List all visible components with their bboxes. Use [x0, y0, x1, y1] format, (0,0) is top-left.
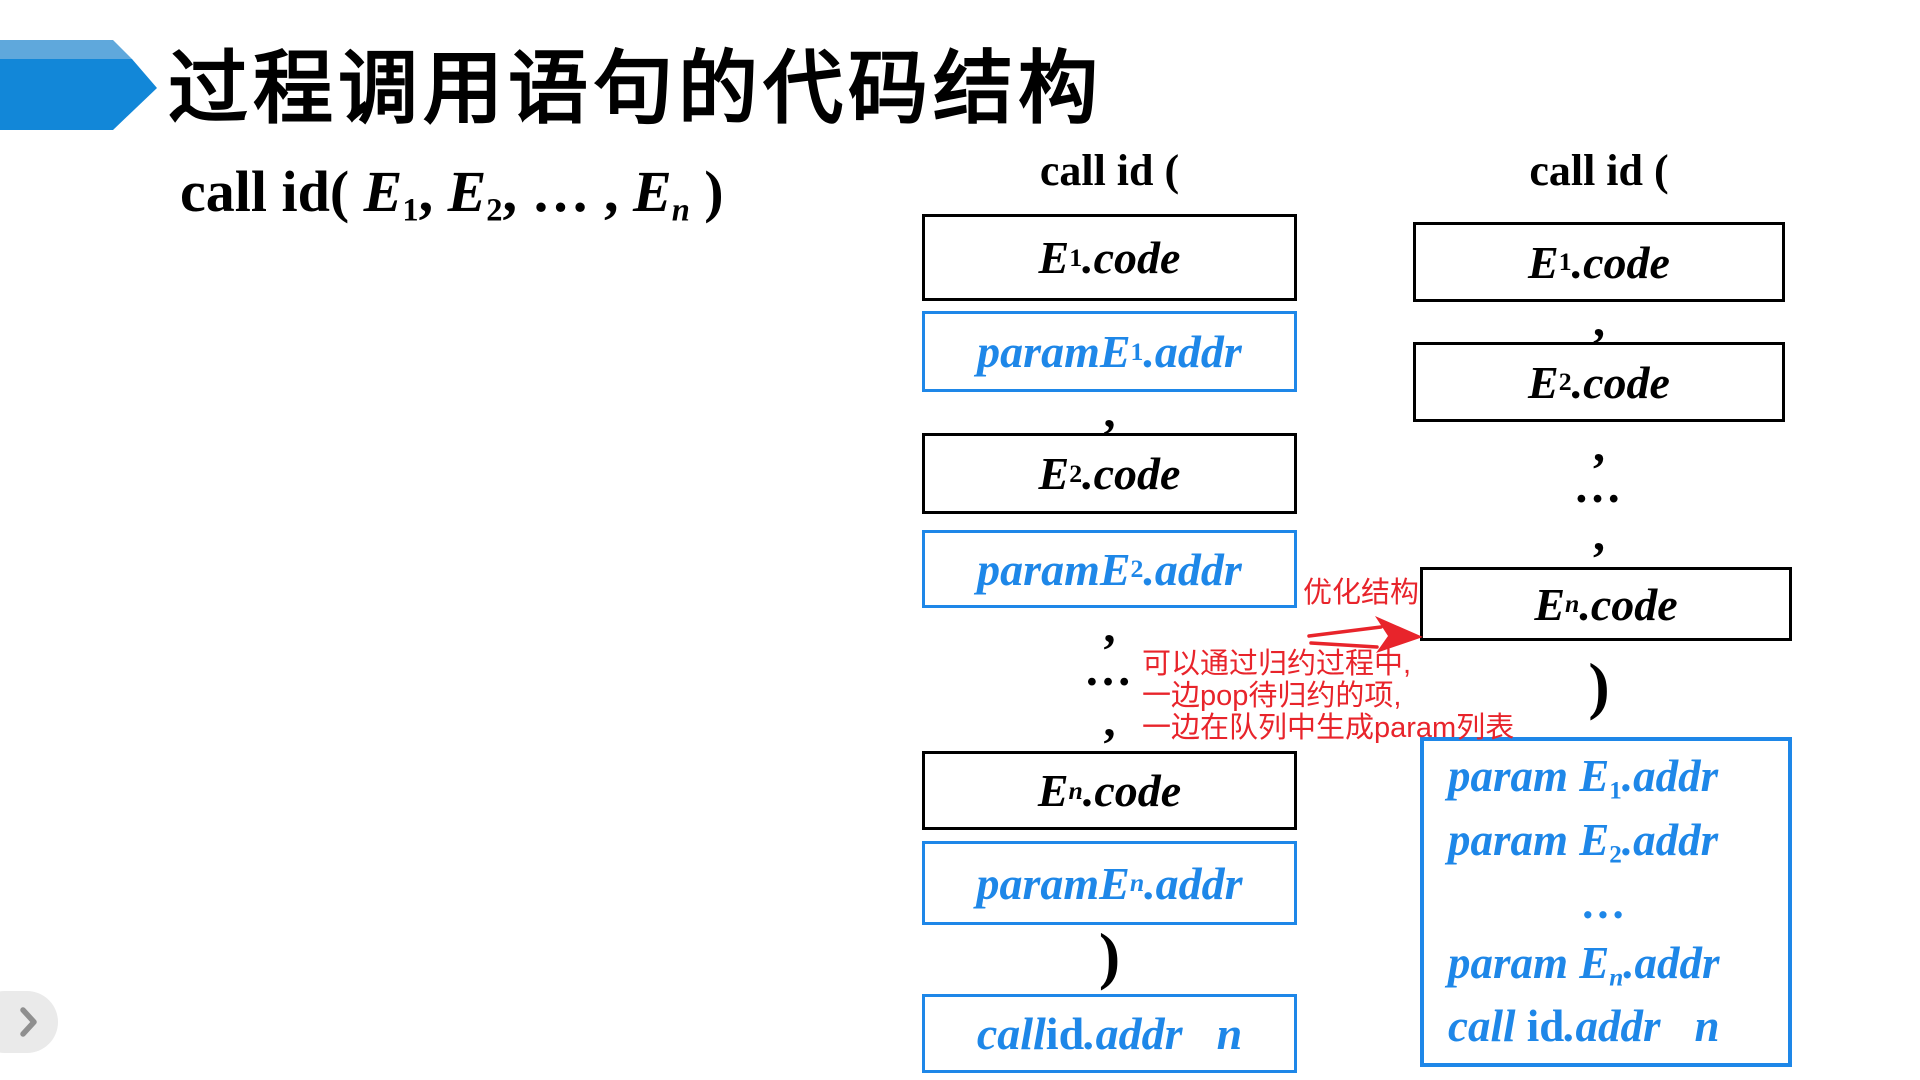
column-header: call id (	[1039, 146, 1180, 195]
page-title: 过程调用语句的代码结构	[168, 44, 1103, 133]
formula-e1: E	[363, 159, 403, 224]
param-e1-line: param E1.addr	[1448, 751, 1719, 805]
comma-separator: ,	[1593, 507, 1605, 561]
comma-separator: ,	[1103, 693, 1116, 747]
note-line: 可以通过归约过程中,	[1142, 648, 1412, 680]
ellipsis: …	[1084, 642, 1135, 696]
call-statement-formula: call id( E1, E2, … , En )	[180, 159, 724, 229]
comma-separator: ,	[1593, 418, 1605, 472]
comma-separator: ,	[1103, 384, 1116, 438]
close-paren: )	[1588, 650, 1610, 721]
ellipsis: …	[1582, 878, 1630, 929]
ellipsis: …	[1573, 459, 1625, 513]
close-paren: )	[1098, 920, 1121, 991]
chevron-right-icon	[20, 1007, 37, 1037]
note-line: 一边pop待归约的项,	[1142, 680, 1402, 712]
optimization-note: 可以通过归约过程中, 一边pop待归约的项, 一边在队列中生成param列表	[1142, 648, 1514, 744]
formula-call-prefix: call id(	[180, 159, 364, 224]
param-list-summary-box: param E1.addr param E2.addr … param En.a…	[1420, 737, 1792, 1067]
note-line: 一边在队列中生成param列表	[1142, 712, 1515, 744]
column-header: call id (	[1529, 146, 1669, 195]
next-slide-button[interactable]	[0, 991, 58, 1053]
param-en-line: param En.addr	[1448, 937, 1720, 992]
comma-separator: ,	[1593, 293, 1605, 347]
title-bullet-arrow-icon	[0, 40, 157, 130]
red-arrow-icon	[1307, 616, 1423, 653]
param-e2-line: param E2.addr	[1448, 814, 1719, 869]
optimized-structure-label: 优化结构	[1303, 577, 1420, 609]
comma-separator: ,	[1103, 599, 1116, 653]
